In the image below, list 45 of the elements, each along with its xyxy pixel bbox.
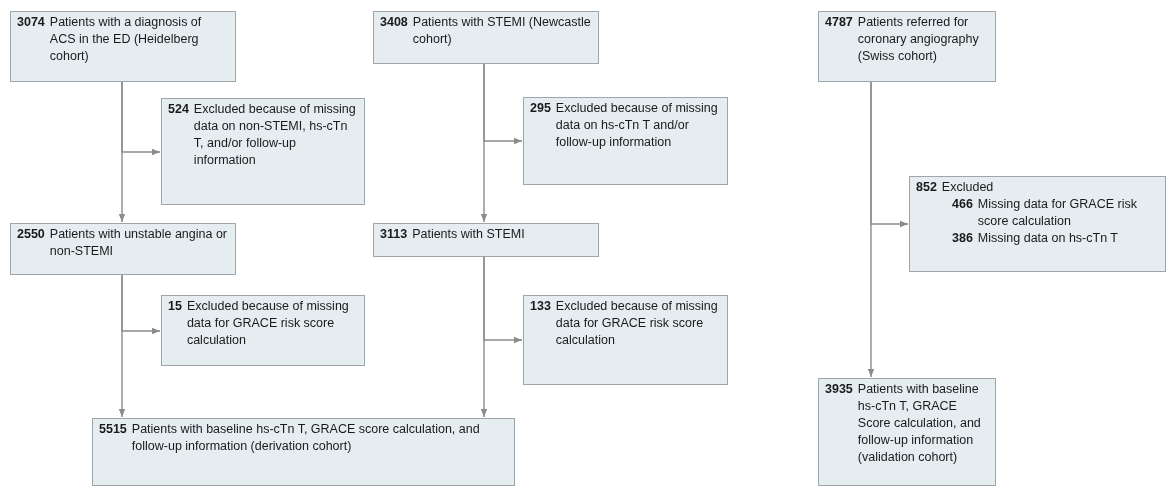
process-box xyxy=(10,11,236,82)
box-text: Patients with STEMI (Newcastle cohort) xyxy=(412,14,592,48)
box-text: Patients referred for coronary angiography (Swiss cohort) xyxy=(857,14,980,65)
box-text: Excluded because of missing data on hs-cTn T and/or follow-up information xyxy=(555,100,719,151)
process-box xyxy=(373,223,599,257)
process-box xyxy=(523,295,728,385)
arrow xyxy=(118,274,126,418)
count-number: 852 xyxy=(916,179,937,196)
count-number: 524 xyxy=(168,101,189,118)
count-number: 5515 xyxy=(99,421,127,438)
process-box xyxy=(523,97,728,185)
process-box xyxy=(373,11,599,64)
arrow xyxy=(118,81,126,223)
count-number: 3408 xyxy=(380,14,408,31)
box-text: Patients with baseline hs-cTn T, GRACE Score calculation, and follow-up information (validation cohort) xyxy=(857,381,982,466)
box-text: Patients with unstable angina or non-STEMI xyxy=(49,226,228,260)
box-text: Patients with STEMI xyxy=(412,226,526,243)
count-number: 4787 xyxy=(825,14,853,31)
box-text: Excluded xyxy=(941,179,995,196)
arrow xyxy=(480,63,488,223)
count-number: 3074 xyxy=(17,14,45,31)
count-number: 466 xyxy=(952,196,973,213)
count-number: 386 xyxy=(952,230,973,247)
process-box xyxy=(909,176,1166,272)
box-text: Missing data on hs-cTn T xyxy=(977,230,1119,247)
count-number: 3935 xyxy=(825,381,853,398)
count-number: 295 xyxy=(530,100,551,117)
process-box xyxy=(818,11,996,82)
box-text: Patients with a diagnosis of ACS in the ED (Heidelberg cohort) xyxy=(49,14,203,65)
arrow xyxy=(480,256,488,418)
box-text: Excluded because of missing data for GRACE risk score calculation xyxy=(186,298,350,349)
count-number: 2550 xyxy=(17,226,45,243)
count-number: 133 xyxy=(530,298,551,315)
box-text: Excluded because of missing data for GRACE risk score calculation xyxy=(555,298,719,349)
box-text: Excluded because of missing data on non-STEMI, hs-cTn T, and/or follow-up information xyxy=(193,101,357,169)
process-box xyxy=(10,223,236,275)
count-number: 3113 xyxy=(380,226,408,243)
box-text: Missing data for GRACE risk score calculation xyxy=(977,196,1138,230)
process-box xyxy=(161,98,365,205)
count-number: 15 xyxy=(168,298,182,315)
process-box xyxy=(818,378,996,486)
arrow xyxy=(867,81,875,378)
box-text: Patients with baseline hs-cTn T, GRACE score calculation, and follow-up information (derivation cohort) xyxy=(131,421,481,455)
process-box xyxy=(92,418,515,486)
process-box xyxy=(161,295,365,366)
